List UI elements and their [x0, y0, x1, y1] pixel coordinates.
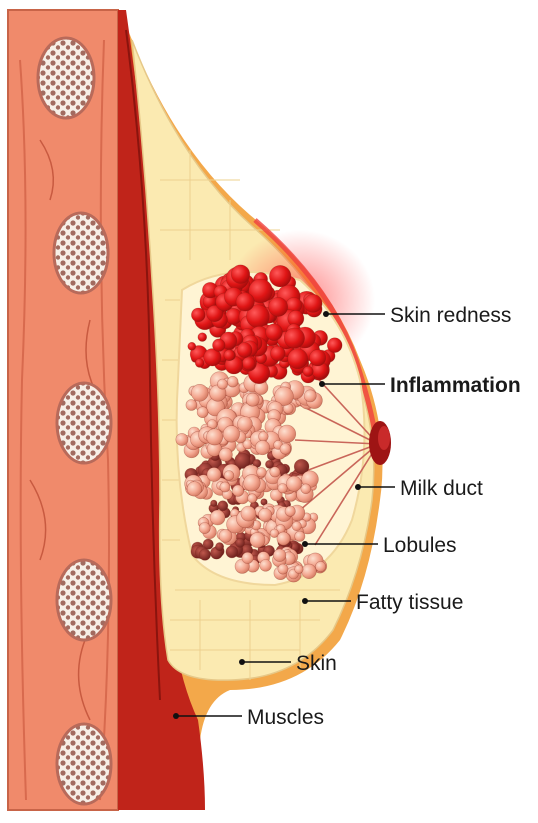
lobule [186, 400, 197, 411]
lobule [235, 538, 244, 547]
fatty-tissue-label: Fatty tissue [356, 591, 463, 614]
lobule [191, 384, 208, 401]
lobule [176, 433, 188, 445]
lobule [213, 339, 226, 352]
lobule [301, 484, 311, 494]
lobule [220, 482, 230, 492]
lobule [250, 532, 265, 547]
lobule [259, 432, 269, 442]
lobule [257, 467, 267, 477]
muscles-label: Muscles [247, 706, 324, 729]
lobule [284, 328, 304, 348]
skin-label: Skin [296, 652, 337, 675]
lobule [218, 501, 228, 511]
lobule [232, 485, 243, 496]
lobule [224, 471, 234, 481]
lobule [210, 510, 225, 525]
lobule [292, 521, 301, 530]
lobule [295, 565, 304, 574]
lobule [260, 560, 272, 572]
lobule [223, 426, 240, 443]
lobule [327, 338, 342, 353]
lobule [280, 444, 291, 455]
lobule [206, 429, 222, 445]
lobule [295, 531, 305, 541]
lobule [195, 358, 204, 367]
lobules-label: Lobules [383, 534, 457, 557]
lobule [285, 506, 295, 516]
lobule [303, 366, 313, 376]
lobule [191, 308, 205, 322]
lobule [226, 546, 238, 558]
lobule [258, 508, 271, 521]
lobule [219, 448, 232, 461]
lobule [224, 350, 235, 361]
lobule [278, 564, 288, 574]
rib-2 [54, 213, 108, 293]
lobule [227, 376, 238, 387]
lobule [270, 467, 280, 477]
lobule [273, 549, 286, 562]
lobule [286, 476, 301, 491]
lobule [216, 543, 224, 551]
lobule [231, 265, 250, 284]
rib-1 [38, 38, 94, 118]
lobule [199, 523, 210, 534]
lobule [199, 549, 210, 560]
inflammation-label: Inflammation [390, 374, 521, 397]
rib-5 [57, 724, 111, 804]
lobule [242, 552, 253, 563]
lobule [266, 324, 283, 341]
lobule [187, 482, 202, 497]
lobule [217, 379, 227, 389]
milk-duct-label: Milk duct [400, 477, 483, 500]
lobule [278, 425, 296, 443]
lobule [246, 393, 259, 406]
lobule [242, 357, 255, 370]
lobule [309, 350, 325, 366]
lobule [255, 440, 269, 454]
lobule [270, 346, 285, 361]
lobule [304, 294, 322, 312]
lobule [198, 333, 207, 342]
lobule [197, 407, 208, 418]
lobule [302, 564, 317, 579]
nipple [369, 421, 391, 465]
lobule [241, 506, 256, 521]
lobule [248, 494, 257, 503]
rib-4 [57, 560, 111, 640]
lobule [211, 500, 218, 507]
lobule [304, 390, 316, 402]
lobule [269, 297, 288, 316]
lobule [237, 417, 252, 432]
lobule [237, 343, 252, 358]
lobule [269, 265, 291, 287]
lobule [288, 349, 308, 369]
lobule [236, 293, 254, 311]
lobule [207, 468, 221, 482]
lobule [278, 484, 288, 494]
lobule [315, 561, 325, 571]
lobule [244, 474, 261, 491]
lobule [188, 342, 196, 350]
lobule [277, 532, 290, 545]
rib-3 [57, 383, 111, 463]
skin-redness-label: Skin redness [390, 304, 511, 327]
